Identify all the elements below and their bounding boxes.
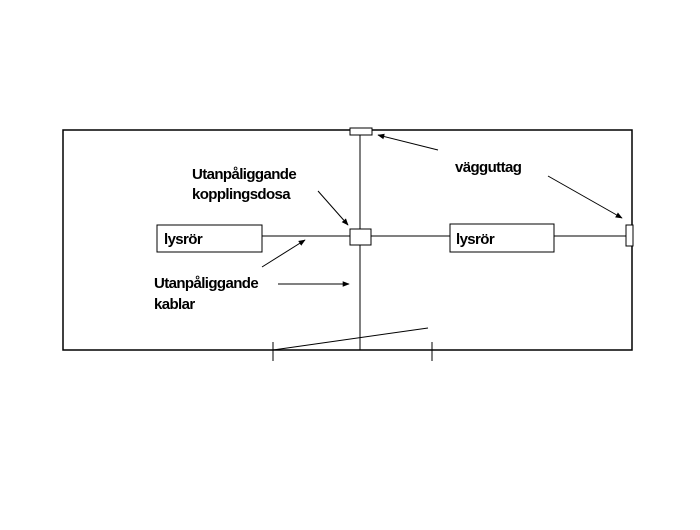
lamp-left-box	[156, 224, 263, 253]
cables-label-line1: Utanpåliggande	[154, 275, 258, 292]
wall-outlet-label: vägguttag	[455, 159, 522, 176]
ceiling-outlet-box	[349, 127, 373, 136]
lamp-left-label: lysrör	[164, 231, 203, 248]
arrow-wall-outlet	[547, 175, 623, 219]
junction-box	[349, 228, 372, 246]
junction-box-label-line2: kopplingsdosa	[192, 186, 291, 203]
lamp-right-box	[449, 223, 555, 253]
cables-label-line2: kablar	[154, 296, 195, 313]
junction-box-label-line1: Utanpåliggande	[192, 166, 296, 183]
wall-outlet-box	[625, 224, 634, 247]
door-swing-line	[272, 327, 429, 351]
arrow-ceiling-outlet	[377, 133, 439, 151]
arrow-junction-box	[317, 190, 349, 226]
arrow-cable-horizontal	[261, 239, 306, 268]
lamp-right-label: lysrör	[456, 231, 495, 248]
